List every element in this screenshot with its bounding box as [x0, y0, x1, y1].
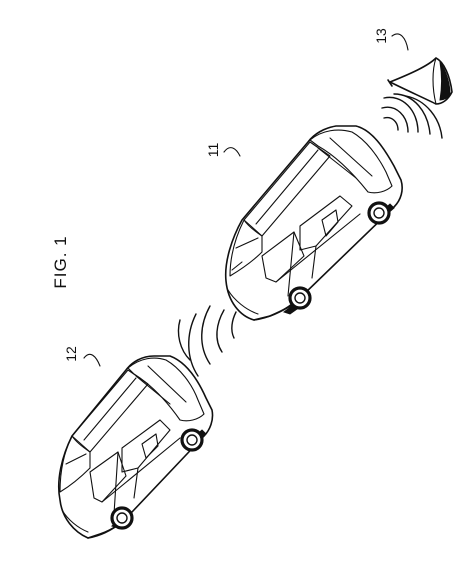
vehicle-rear: [57, 355, 214, 539]
label-vehicle-front: 11: [205, 143, 241, 158]
figure-title: FIG. 1: [51, 235, 70, 288]
label-12: 12: [63, 346, 79, 362]
label-11: 11: [205, 143, 221, 158]
label-13: 13: [373, 28, 389, 44]
label-beacon: 13: [373, 28, 409, 51]
vehicle-front: [224, 125, 403, 321]
beacon-cone: [387, 57, 453, 105]
signal-waves-beacon: [381, 93, 443, 139]
signal-waves-vehicles: [177, 305, 237, 377]
label-vehicle-rear: 12: [63, 346, 101, 367]
